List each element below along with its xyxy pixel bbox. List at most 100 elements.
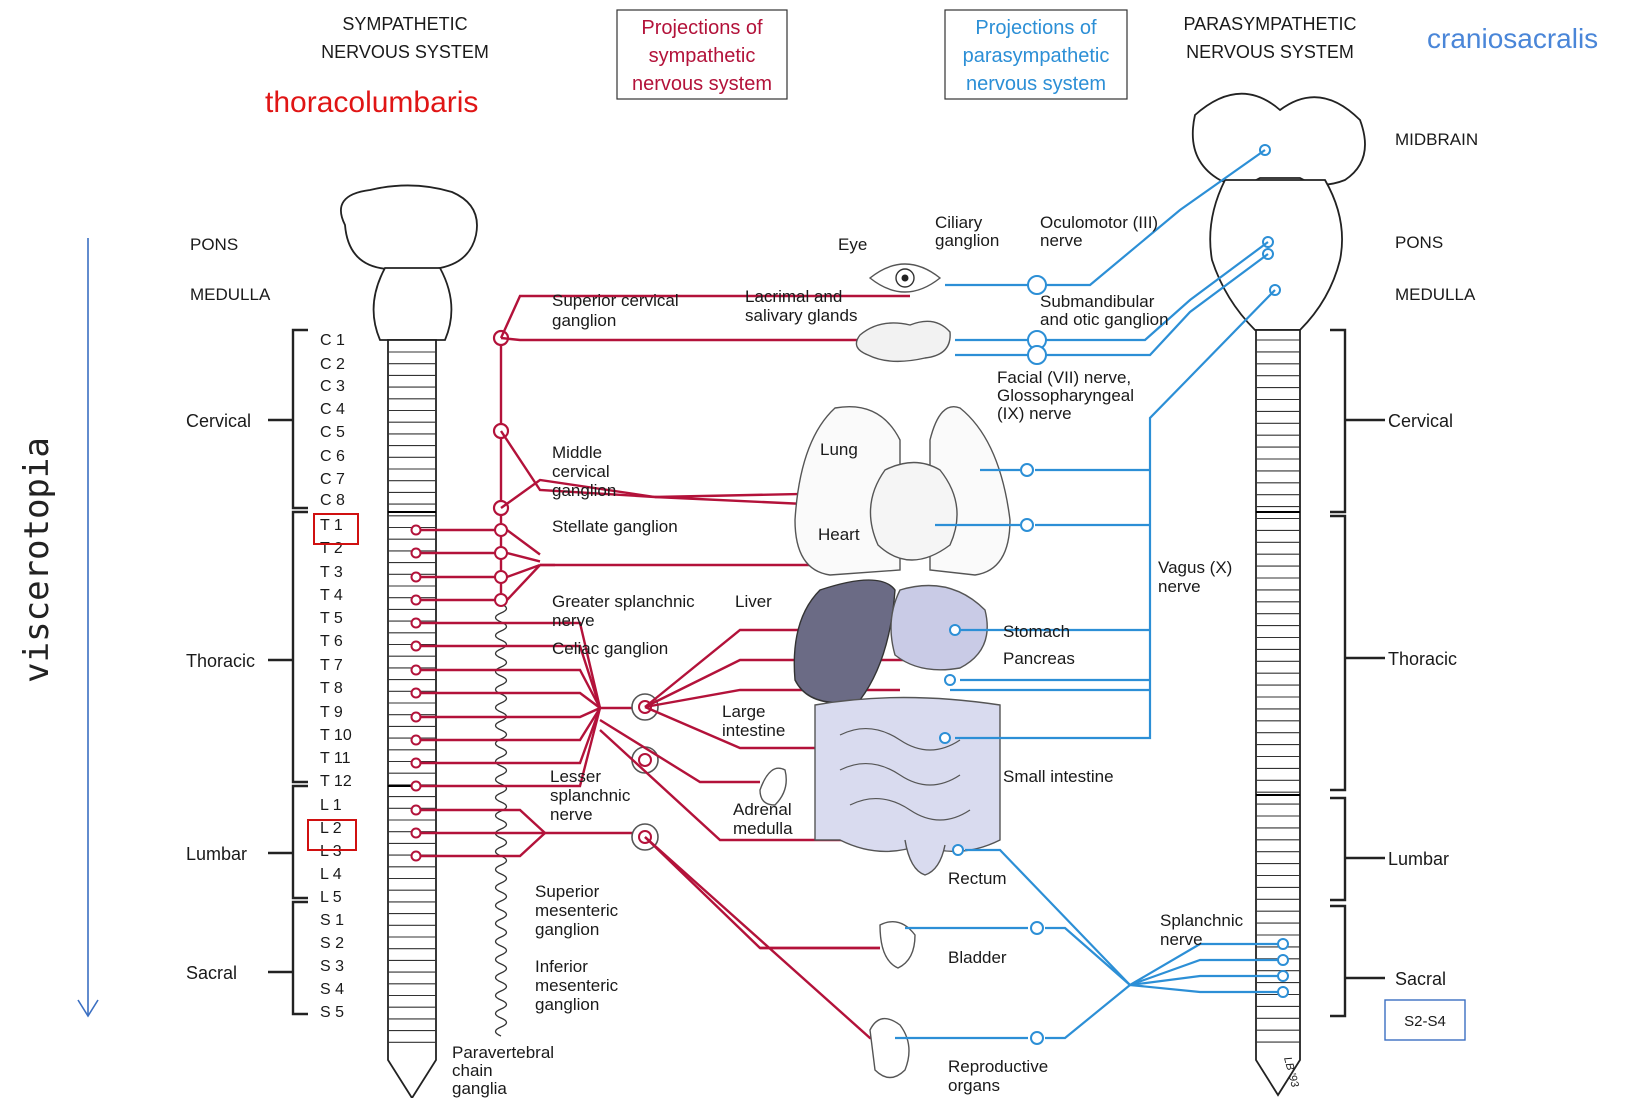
svg-text:Lesser: Lesser (550, 767, 601, 786)
svg-text:parasympathetic: parasympathetic (963, 45, 1110, 67)
liver-organ (794, 580, 895, 703)
svg-text:Thoracic: Thoracic (186, 651, 255, 671)
heart-organ (870, 463, 957, 561)
segment-label-t11: T 11 (320, 750, 351, 767)
svg-text:Oculomotor (III): Oculomotor (III) (1040, 213, 1158, 232)
svg-text:NERVOUS SYSTEM: NERVOUS SYSTEM (1186, 42, 1354, 62)
svg-text:Greater splanchnic: Greater splanchnic (552, 592, 695, 611)
svg-text:Thoracic: Thoracic (1388, 649, 1457, 669)
parasympathetic-header: PARASYMPATHETIC NERVOUS SYSTEM (1183, 14, 1356, 62)
segment-label-s2: S 2 (320, 935, 344, 952)
segment-label-l4: L 4 (320, 866, 342, 883)
svg-text:NERVOUS SYSTEM: NERVOUS SYSTEM (321, 42, 489, 62)
segment-label-c7: C 7 (320, 471, 345, 488)
stomach-organ (891, 586, 987, 670)
segment-label-t6: T 6 (320, 633, 343, 650)
svg-text:Submandibular: Submandibular (1040, 292, 1155, 311)
svg-text:Large: Large (722, 702, 765, 721)
s2-s4-box: S2-S4 (1385, 1000, 1465, 1040)
svg-text:Glossopharyngeal: Glossopharyngeal (997, 386, 1134, 405)
right-brain-labels: MIDBRAIN PONS MEDULLA (1395, 130, 1478, 304)
svg-text:Vagus (X): Vagus (X) (1158, 558, 1232, 577)
svg-text:Adrenal: Adrenal (733, 800, 792, 819)
svg-text:Cervical: Cervical (1388, 411, 1453, 431)
svg-text:nervous system: nervous system (966, 73, 1106, 95)
svg-text:nerve: nerve (1158, 577, 1201, 596)
intestine-organ (815, 698, 1000, 852)
svg-text:(IX) nerve: (IX) nerve (997, 404, 1072, 423)
sympathetic-preganglionic-fibers (412, 524, 641, 861)
svg-text:medulla: medulla (733, 819, 793, 838)
segment-labels: C 1C 2C 3C 4C 5C 6C 7C 8T 1T 2T 3T 4T 5T… (320, 332, 352, 1021)
svg-text:Sacral: Sacral (186, 963, 237, 983)
svg-text:SYMPATHETIC: SYMPATHETIC (342, 14, 467, 34)
svg-text:Superior: Superior (535, 882, 600, 901)
segment-label-l3: L 3 (320, 843, 342, 860)
svg-text:Stomach: Stomach (1003, 622, 1070, 641)
svg-text:Lacrimal and: Lacrimal and (745, 287, 842, 306)
segment-label-c4: C 4 (320, 401, 345, 418)
svg-text:Splanchnic: Splanchnic (1160, 911, 1244, 930)
segment-label-t5: T 5 (320, 610, 343, 627)
segment-label-t4: T 4 (320, 587, 343, 604)
svg-text:Inferior: Inferior (535, 957, 588, 976)
svg-text:ganglion: ganglion (935, 231, 999, 250)
svg-text:ganglion: ganglion (552, 481, 616, 500)
segment-label-l2: L 2 (320, 820, 342, 837)
sympathetic-projections-box: Projections of sympathetic nervous syste… (617, 10, 787, 99)
svg-text:Celiac ganglion: Celiac ganglion (552, 639, 668, 658)
svg-text:Facial (VII) nerve,: Facial (VII) nerve, (997, 368, 1131, 387)
svg-text:nerve: nerve (1040, 231, 1083, 250)
svg-text:S2-S4: S2-S4 (1404, 1013, 1446, 1030)
viscerotopia-label: viscerotopia (17, 437, 57, 683)
svg-text:Reproductive: Reproductive (948, 1057, 1048, 1076)
craniosacralis-annotation: craniosacralis (1427, 23, 1598, 54)
svg-text:Sacral: Sacral (1395, 969, 1446, 989)
left-region-brackets (268, 330, 308, 1014)
svg-text:Middle: Middle (552, 443, 602, 462)
lacrimal-glands-organ (856, 321, 950, 361)
svg-text:splanchnic: splanchnic (550, 786, 631, 805)
svg-text:Heart: Heart (818, 525, 860, 544)
right-region-labels: Cervical Thoracic Lumbar Sacral (1388, 411, 1457, 989)
svg-text:Eye: Eye (838, 235, 867, 254)
left-brainstem (341, 185, 477, 340)
segment-label-s3: S 3 (320, 958, 344, 975)
svg-text:and otic ganglion: and otic ganglion (1040, 310, 1169, 329)
left-region-labels: Cervical Thoracic Lumbar Sacral (186, 411, 255, 983)
svg-text:PONS: PONS (1395, 233, 1443, 252)
svg-text:Superior cervical: Superior cervical (552, 291, 679, 310)
segment-label-c6: C 6 (320, 448, 345, 465)
svg-text:nerve: nerve (550, 805, 593, 824)
svg-text:PARASYMPATHETIC: PARASYMPATHETIC (1183, 14, 1356, 34)
svg-text:Projections of: Projections of (975, 17, 1097, 39)
segment-label-t9: T 9 (320, 704, 343, 721)
svg-text:organs: organs (948, 1076, 1000, 1095)
svg-text:nervous system: nervous system (632, 73, 772, 95)
svg-text:ganglion: ganglion (552, 311, 616, 330)
svg-text:mesenteric: mesenteric (535, 901, 619, 920)
svg-text:MEDULLA: MEDULLA (190, 285, 271, 304)
rectum-organ (905, 840, 945, 875)
segment-label-t3: T 3 (320, 564, 343, 581)
sympathetic-header: SYMPATHETIC NERVOUS SYSTEM (321, 14, 489, 62)
left-brain-labels: PONS MEDULLA (190, 235, 271, 304)
segment-label-s5: S 5 (320, 1004, 344, 1021)
svg-text:ganglion: ganglion (535, 995, 599, 1014)
svg-text:cervical: cervical (552, 462, 610, 481)
parasympathetic-projections-box: Projections of parasympathetic nervous s… (945, 10, 1127, 99)
segment-label-t12: T 12 (320, 773, 352, 790)
svg-text:Lumbar: Lumbar (1388, 849, 1449, 869)
reproductive-organ (870, 1019, 909, 1078)
segment-label-t10: T 10 (320, 727, 352, 744)
svg-text:Ciliary: Ciliary (935, 213, 983, 232)
right-brainstem (1193, 94, 1365, 330)
segment-label-c5: C 5 (320, 424, 345, 441)
svg-text:Liver: Liver (735, 592, 772, 611)
svg-text:ganglia: ganglia (452, 1079, 507, 1098)
svg-text:intestine: intestine (722, 721, 785, 740)
svg-text:Lumbar: Lumbar (186, 844, 247, 864)
segment-label-l1: L 1 (320, 797, 342, 814)
segment-label-t1: T 1 (320, 517, 343, 534)
